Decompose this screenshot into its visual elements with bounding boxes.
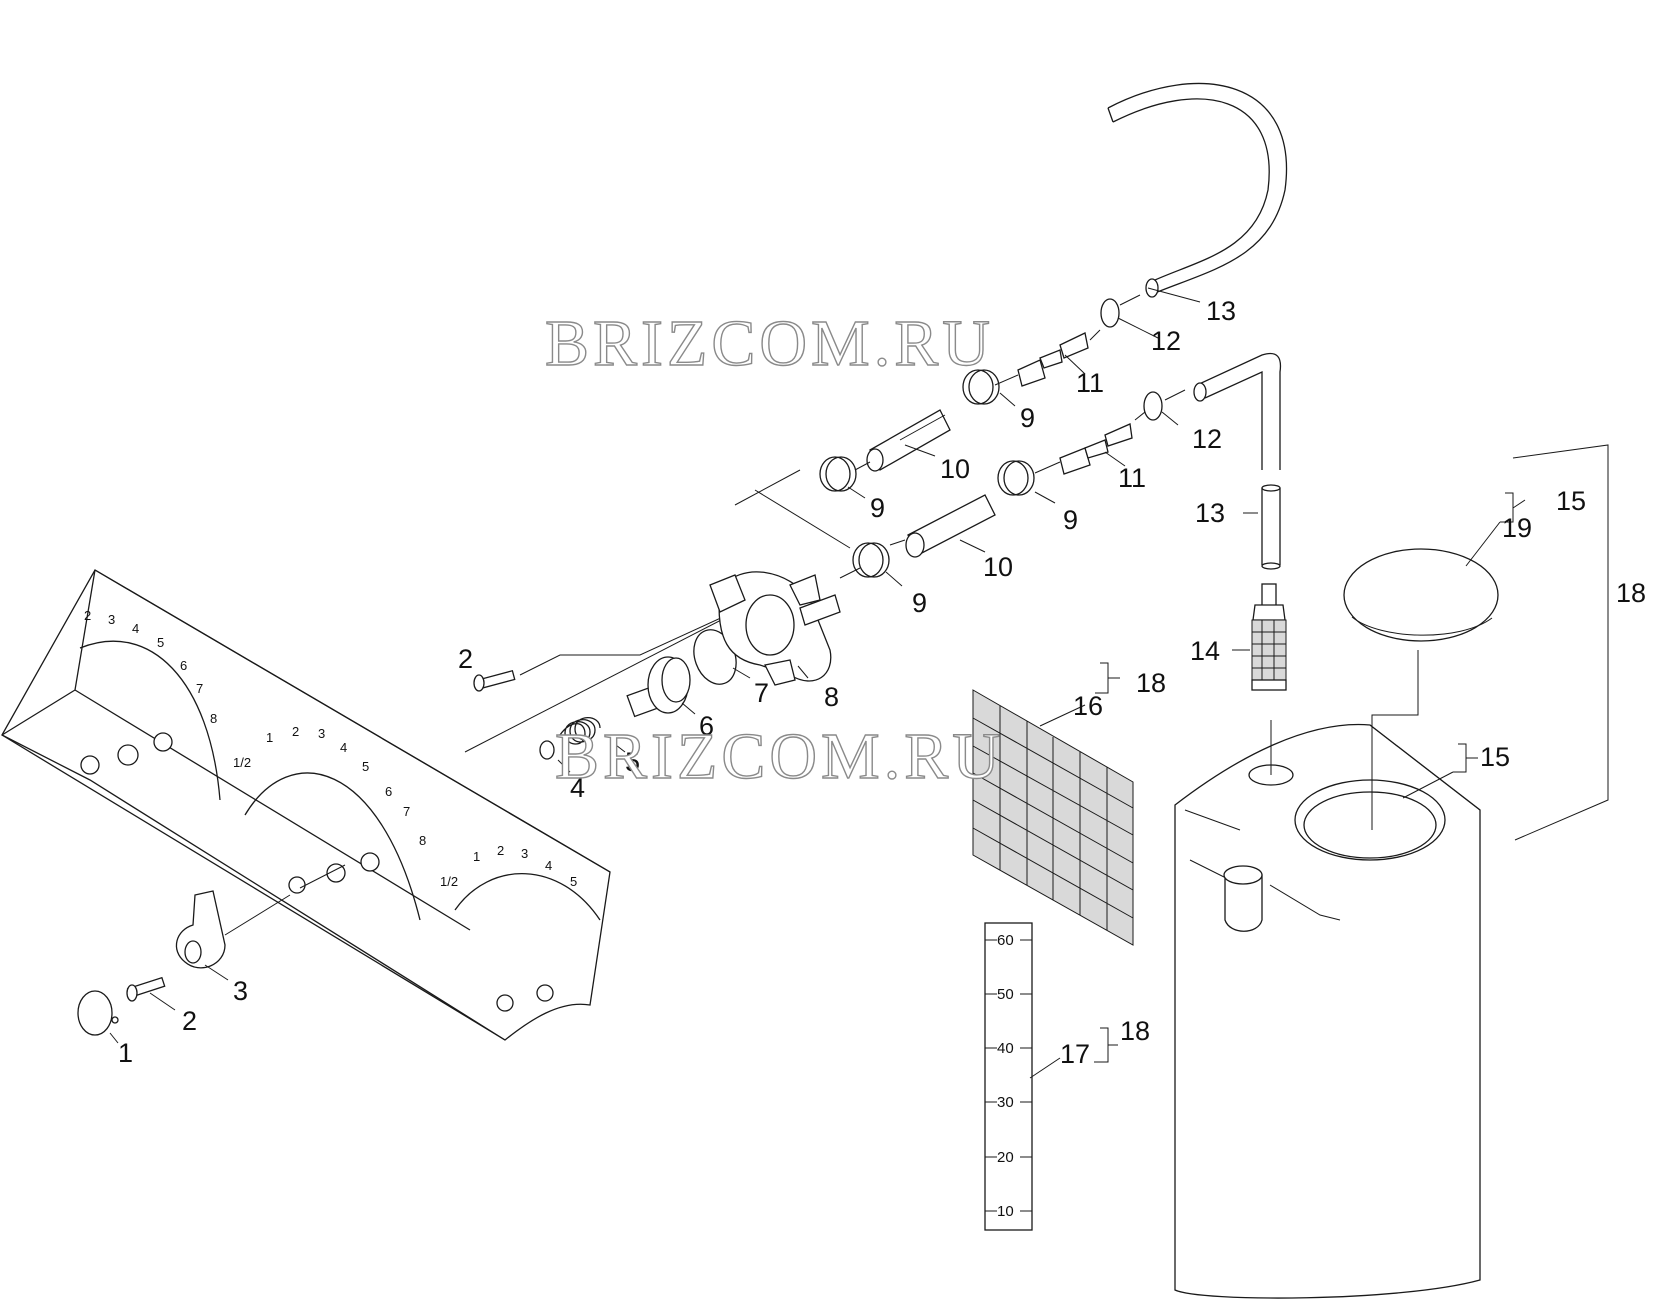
- callout-9: 9: [1063, 505, 1078, 535]
- watermark: BRIZCOM.RU: [555, 720, 1004, 793]
- callout-10: 10: [940, 454, 970, 484]
- hose-icon: [1107, 82, 1288, 296]
- callout-9: 9: [1020, 403, 1035, 433]
- level-tick-label: 50: [997, 986, 1014, 1003]
- dial-number: 2: [84, 608, 91, 623]
- callout-4: 4: [570, 773, 585, 803]
- callout-19: 19: [1502, 513, 1532, 543]
- knob-icon: [77, 864, 346, 1044]
- dial-number: 6: [180, 658, 187, 673]
- level-tick-label: 40: [997, 1040, 1014, 1057]
- dial-number: 4: [545, 858, 552, 873]
- callout-6: 6: [699, 711, 714, 741]
- dial-number: 4: [340, 740, 347, 755]
- callout-10: 10: [983, 552, 1013, 582]
- dial-number: 3: [318, 726, 325, 741]
- tank-icon: [1174, 444, 1609, 1299]
- dosing-panel-icon: 2 3 4 5 6 7 8 1/2 1 2 3 4 5 6 7 8 1/2 1 …: [1, 569, 611, 1041]
- dial-number: 1: [266, 730, 273, 745]
- callout-16: 16: [1073, 691, 1103, 721]
- level-tick-label: 10: [997, 1203, 1014, 1220]
- callout-9: 9: [870, 493, 885, 523]
- callout-18: 18: [1120, 1016, 1150, 1046]
- callout-18: 18: [1136, 668, 1166, 698]
- dial-number: 8: [210, 711, 217, 726]
- callout-leaders: [557, 287, 1526, 1079]
- callout-14: 14: [1190, 636, 1220, 666]
- callout-12: 12: [1151, 326, 1181, 356]
- dial-number: 2: [292, 724, 299, 739]
- callout-2: 2: [458, 644, 473, 674]
- hose-fittings-icon: [819, 294, 1141, 492]
- callout-11: 11: [1076, 368, 1104, 398]
- hose-fittings-icon: [839, 389, 1186, 579]
- callout-7: 7: [754, 678, 769, 708]
- callout-1: 1: [118, 1038, 133, 1068]
- callout-15: 15: [1480, 742, 1510, 772]
- callout-13: 13: [1206, 296, 1236, 326]
- sticker-grid-icon: [972, 689, 1134, 946]
- callout-2: 2: [182, 1006, 197, 1036]
- callout-5: 5: [625, 747, 640, 777]
- pump-head-icon: [464, 469, 851, 760]
- dial-number: 5: [570, 874, 577, 889]
- dial-number: 4: [132, 621, 139, 636]
- callout-18: 18: [1616, 578, 1646, 608]
- dial-number: 1/2: [233, 755, 251, 770]
- dial-number: 2: [497, 843, 504, 858]
- callout-15: 15: [1556, 486, 1586, 516]
- callout-12: 12: [1192, 424, 1222, 454]
- dial-number: 7: [196, 681, 203, 696]
- dial-number: 5: [362, 759, 369, 774]
- callout-17: 17: [1060, 1039, 1090, 1069]
- level-scale-icon: 60 50 40 30 20 10: [984, 922, 1033, 1231]
- dial-number: 6: [385, 784, 392, 799]
- dial-number: 5: [157, 635, 164, 650]
- level-tick-label: 20: [997, 1149, 1014, 1166]
- filter-icon: [1251, 583, 1287, 691]
- hose-icon: [1196, 352, 1282, 470]
- level-tick-label: 60: [997, 932, 1014, 949]
- level-tick-label: 30: [997, 1094, 1014, 1111]
- callout-9: 9: [912, 588, 927, 618]
- dial-number: 7: [403, 804, 410, 819]
- dial-number: 1/2: [440, 874, 458, 889]
- callout-8: 8: [824, 682, 839, 712]
- dial-number: 1: [473, 849, 480, 864]
- dial-number: 8: [419, 833, 426, 848]
- callout-11: 11: [1118, 463, 1146, 493]
- callout-3: 3: [233, 976, 248, 1006]
- dial-number: 3: [108, 612, 115, 627]
- callout-13: 13: [1195, 498, 1225, 528]
- dial-number: 3: [521, 846, 528, 861]
- watermark: BRIZCOM.RU: [545, 307, 994, 380]
